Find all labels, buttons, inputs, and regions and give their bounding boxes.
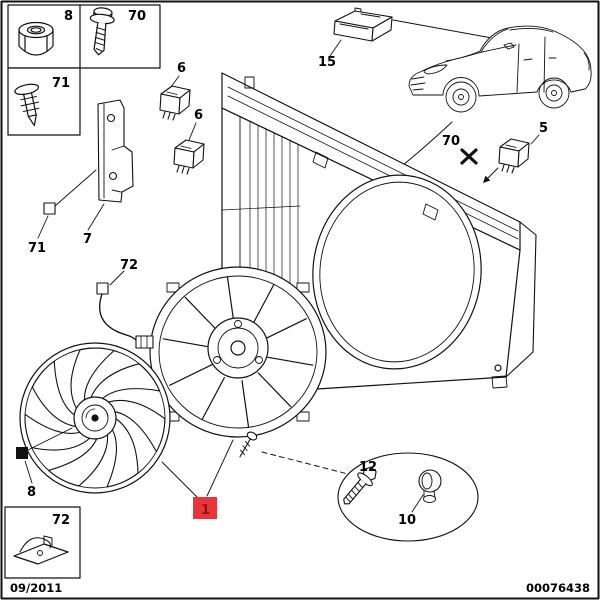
leader-line <box>87 203 105 231</box>
spring-clip-icon <box>13 535 69 565</box>
callout-clip[interactable]: 71 <box>52 76 70 91</box>
leader-line <box>206 439 234 497</box>
hardware-detail <box>337 452 479 542</box>
motor-wire <box>99 293 139 343</box>
legend-nut-screw-box <box>7 4 161 69</box>
module-part <box>333 7 393 42</box>
leader-line <box>37 215 49 239</box>
leader-line <box>188 122 197 141</box>
callout-nut[interactable]: 8 <box>64 9 73 24</box>
fan-motor <box>207 317 269 379</box>
nut-icon <box>18 21 54 56</box>
leader-line <box>530 134 540 145</box>
connector-detail <box>140 335 148 349</box>
legend-harness-clip-box <box>4 506 81 579</box>
rear-wheel <box>538 77 570 109</box>
callout-impeller[interactable]: 8 <box>27 485 36 500</box>
cross-fastener-icon <box>460 148 478 165</box>
bracket-part <box>97 99 134 203</box>
callout-harness-clip-box[interactable]: 72 <box>52 513 70 528</box>
leader-line <box>329 39 342 57</box>
harness-clip-marker <box>96 282 109 295</box>
legend-clip-box <box>7 67 81 136</box>
leader-line <box>109 270 125 286</box>
car <box>408 25 592 113</box>
leader-line <box>161 461 198 498</box>
clip-rivet-icon <box>14 83 40 127</box>
callout-grommet[interactable]: 10 <box>398 513 416 528</box>
bolt-part <box>343 466 377 505</box>
leader-line <box>54 169 97 207</box>
callout-car-fastener[interactable]: 70 <box>442 134 460 149</box>
fan-impeller <box>17 336 177 496</box>
callout-harness-clip[interactable]: 72 <box>120 258 138 273</box>
callout-relay-b[interactable]: 6 <box>194 108 203 123</box>
leader-line <box>24 460 33 484</box>
callout-fan-assembly[interactable]: 1 <box>201 503 210 518</box>
callout-screw[interactable]: 70 <box>128 9 146 24</box>
callout-relay-a[interactable]: 6 <box>177 61 186 76</box>
leader-line <box>411 494 424 513</box>
impeller-hub <box>73 396 117 440</box>
screw-icon <box>89 7 115 56</box>
sensor-location-arrow <box>483 167 499 183</box>
highlight-box[interactable] <box>193 497 217 519</box>
wire-connector <box>135 335 154 349</box>
headlight <box>423 64 448 75</box>
leader-line <box>170 75 180 88</box>
mirror <box>503 42 515 50</box>
leader-line <box>27 427 73 451</box>
detail-ellipse <box>337 452 479 542</box>
fan-shroud <box>149 266 327 438</box>
grommet-part <box>418 469 442 503</box>
hardware-link-line <box>261 451 349 475</box>
bracket-clip-marker <box>43 202 56 215</box>
date-stamp: 09/2011 <box>10 581 62 595</box>
document-number: 00076438 <box>526 581 590 595</box>
callout-bolt[interactable]: 12 <box>359 460 377 475</box>
callout-bracket-clip[interactable]: 71 <box>28 241 46 256</box>
callout-bracket[interactable]: 7 <box>83 232 92 247</box>
callout-sensor[interactable]: 5 <box>539 121 548 136</box>
shroud-screw-icon <box>239 431 258 458</box>
impeller-fastener-marker <box>16 447 28 459</box>
callout-module[interactable]: 15 <box>318 55 336 70</box>
front-wheel <box>445 81 477 113</box>
